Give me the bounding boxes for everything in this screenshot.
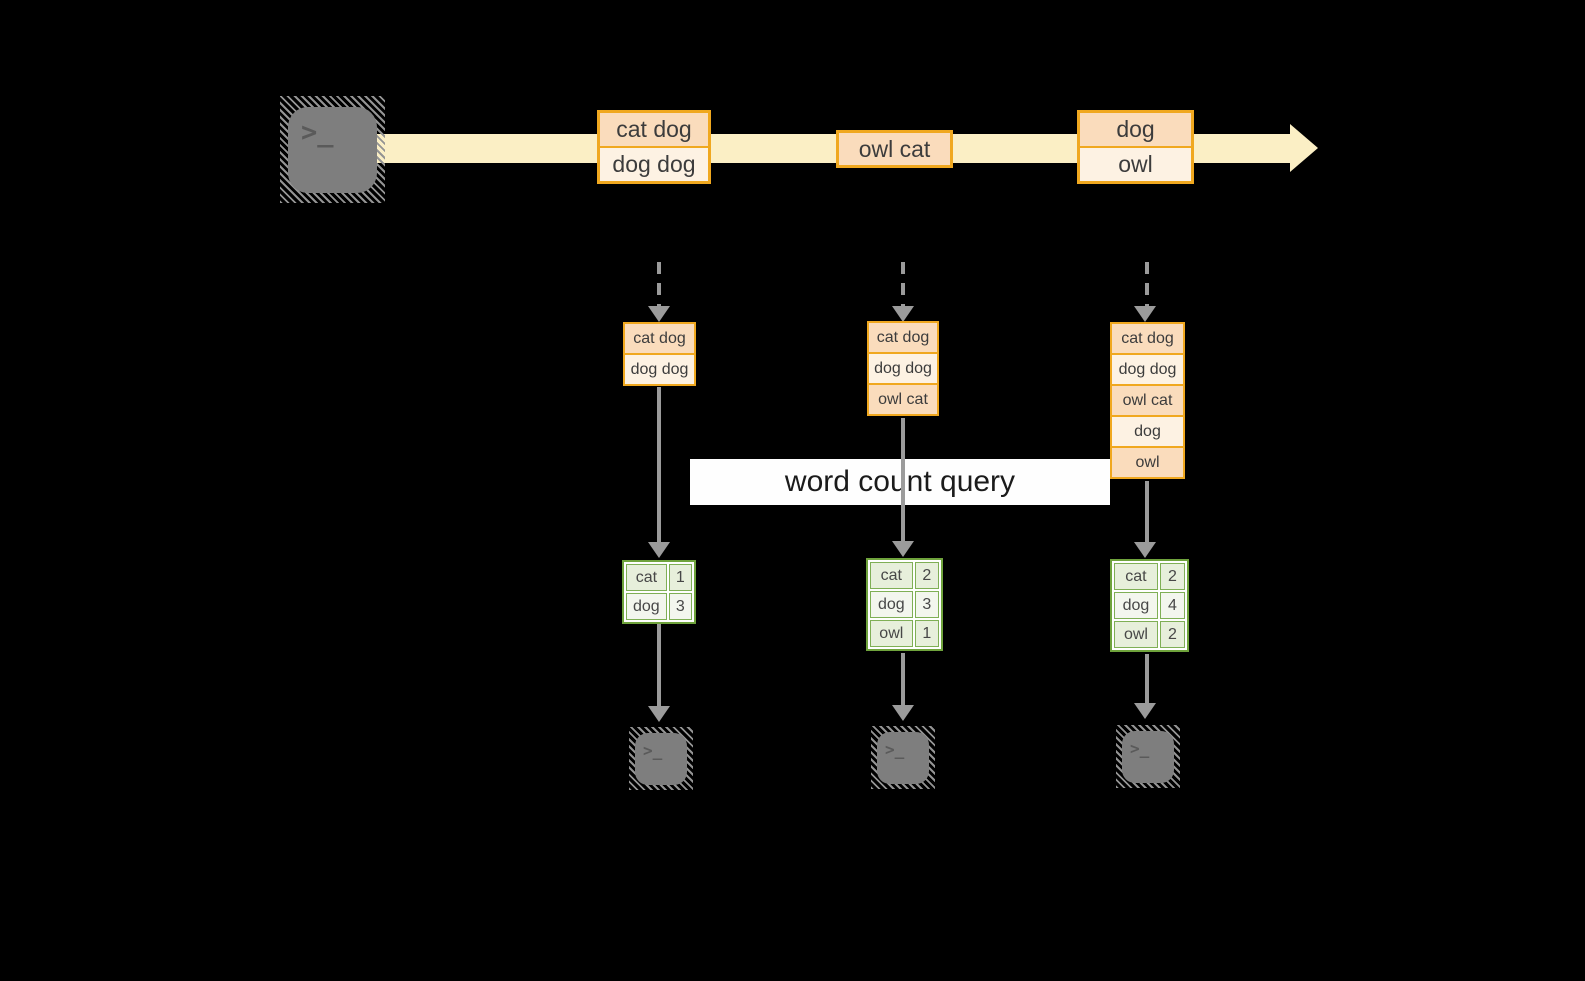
word-cell: cat <box>626 564 667 591</box>
word-cell: dog <box>870 591 913 618</box>
input-row: cat dog <box>625 324 694 353</box>
input-row: cat dog <box>869 323 937 352</box>
input-table-1: cat dog dog dog <box>623 322 696 386</box>
source-terminal-icon: >_ <box>280 96 385 203</box>
terminal-prompt-glyph: >_ <box>635 733 687 785</box>
stream-batch-row: owl <box>1080 148 1191 181</box>
sink-arrow-head-1 <box>648 706 670 722</box>
dashed-arrow-head-1 <box>648 306 670 322</box>
result-table-1: cat 1 dog 3 <box>622 560 696 624</box>
input-row: dog dog <box>625 355 694 384</box>
word-cell: owl <box>870 620 913 647</box>
word-cell: dog <box>626 593 667 620</box>
query-arrow-head-3 <box>1134 542 1156 558</box>
sink-arrow-line-2 <box>901 653 905 705</box>
dashed-arrow-line-2 <box>901 262 905 306</box>
query-label: word count query <box>690 459 1110 505</box>
terminal-prompt-glyph: >_ <box>288 107 377 193</box>
result-table-2: cat 2 dog 3 owl 1 <box>866 558 943 651</box>
sink-terminal-icon-3: >_ <box>1116 725 1180 788</box>
input-row: cat dog <box>1112 324 1183 353</box>
input-row: dog dog <box>1112 355 1183 384</box>
terminal-prompt-glyph: >_ <box>877 732 929 784</box>
query-arrow-line-2 <box>901 418 905 541</box>
input-row: owl cat <box>1112 386 1183 415</box>
count-cell: 2 <box>914 562 939 589</box>
count-cell: 3 <box>914 591 939 618</box>
sink-arrow-line-1 <box>657 624 661 706</box>
word-cell: owl <box>1114 621 1158 648</box>
input-row: owl cat <box>869 385 937 414</box>
count-cell: 3 <box>668 593 692 620</box>
dashed-arrow-line-1 <box>657 262 661 306</box>
result-table-3: cat 2 dog 4 owl 2 <box>1110 559 1189 652</box>
input-table-3: cat dog dog dog owl cat dog owl <box>1110 322 1185 479</box>
stream-batch-row: dog <box>1080 113 1191 146</box>
input-row: dog <box>1112 417 1183 446</box>
dashed-arrow-head-2 <box>892 306 914 322</box>
query-arrow-line-1 <box>657 387 661 542</box>
word-cell: cat <box>870 562 913 589</box>
count-cell: 4 <box>1159 592 1185 619</box>
input-row: owl <box>1112 448 1183 477</box>
sink-terminal-icon-1: >_ <box>629 727 693 790</box>
input-table-2: cat dog dog dog owl cat <box>867 321 939 416</box>
stream-arrow-head <box>1290 124 1318 172</box>
count-cell: 2 <box>1159 563 1185 590</box>
sink-arrow-head-3 <box>1134 703 1156 719</box>
terminal-prompt-glyph: >_ <box>1122 731 1174 783</box>
stream-batch-3: dog owl <box>1077 110 1194 184</box>
stream-batch-row: cat dog <box>600 113 708 146</box>
count-cell: 1 <box>914 620 939 647</box>
word-cell: dog <box>1114 592 1158 619</box>
stream-batch-2: owl cat <box>836 130 953 168</box>
query-arrow-line-3 <box>1145 481 1149 542</box>
sink-arrow-head-2 <box>892 705 914 721</box>
input-row: dog dog <box>869 354 937 383</box>
count-cell: 2 <box>1159 621 1185 648</box>
sink-terminal-icon-2: >_ <box>871 726 935 789</box>
dashed-arrow-head-3 <box>1134 306 1156 322</box>
stream-batch-row: owl cat <box>839 133 950 165</box>
dashed-arrow-line-3 <box>1145 262 1149 306</box>
stream-batch-1: cat dog dog dog <box>597 110 711 184</box>
stream-batch-row: dog dog <box>600 148 708 181</box>
query-arrow-head-1 <box>648 542 670 558</box>
count-cell: 1 <box>668 564 692 591</box>
query-arrow-head-2 <box>892 541 914 557</box>
sink-arrow-line-3 <box>1145 654 1149 703</box>
word-cell: cat <box>1114 563 1158 590</box>
